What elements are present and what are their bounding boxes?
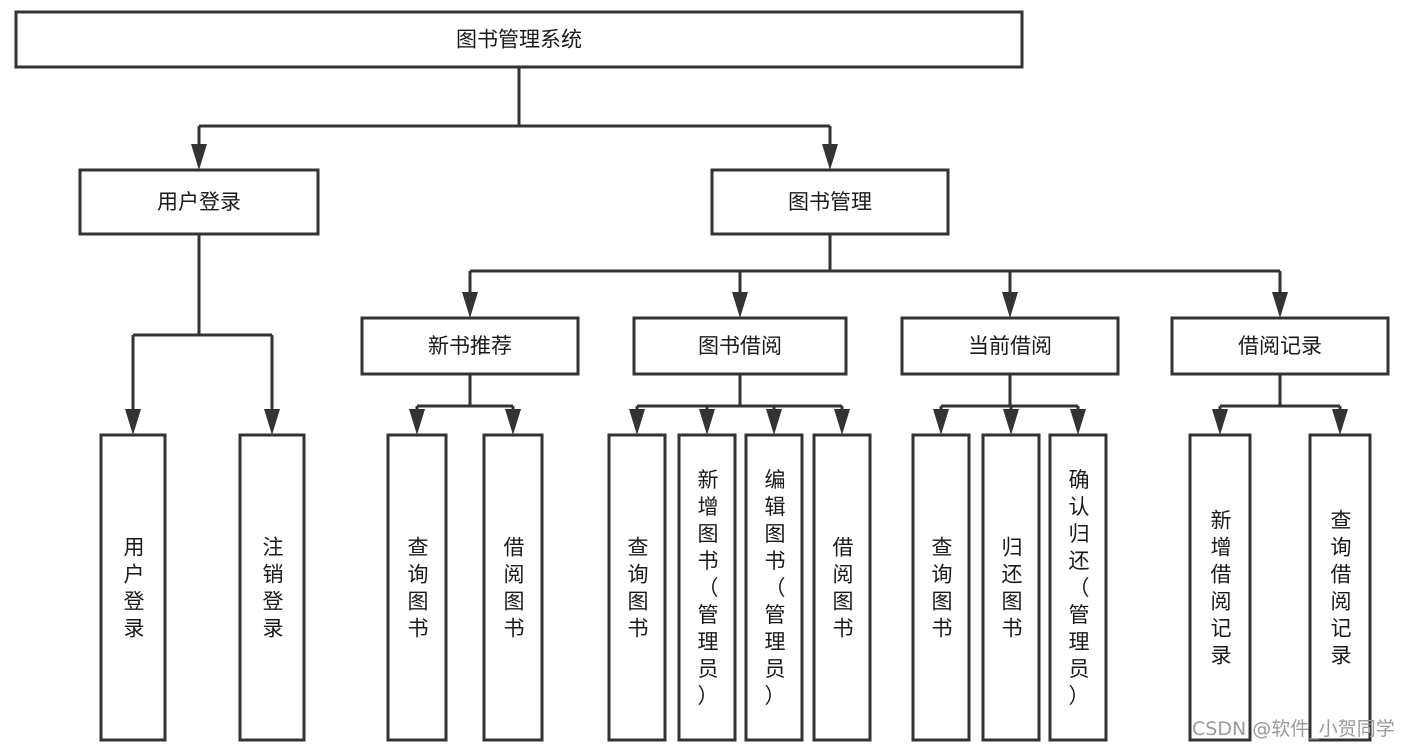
- node-label: 借阅记录: [1238, 334, 1322, 358]
- arrow-head-icon: [264, 409, 280, 435]
- arrow-head-icon: [834, 409, 850, 435]
- node-l2_3[interactable]: 借阅记录: [1170, 316, 1390, 376]
- node-l3_8[interactable]: 查询图书: [911, 433, 971, 742]
- node-label: 用户登录: [124, 536, 145, 641]
- node-label: 借阅图书: [833, 536, 854, 641]
- node-box[interactable]: [900, 316, 1120, 376]
- node-box[interactable]: [14, 10, 1024, 69]
- connector-group: [462, 234, 1288, 318]
- node-l3_3[interactable]: 借阅图书: [482, 433, 544, 742]
- node-label: 图书管理: [788, 190, 872, 214]
- node-box[interactable]: [710, 168, 950, 236]
- node-l3_6[interactable]: 编辑图书（管理员）: [744, 433, 804, 742]
- node-box[interactable]: [482, 433, 544, 742]
- arrow-head-icon: [1003, 409, 1019, 435]
- connector-group: [933, 374, 1086, 435]
- node-box[interactable]: [360, 316, 580, 376]
- csdn-watermark: CSDN @软件_小贺同学: [1192, 718, 1395, 740]
- node-label: 借阅图书: [504, 536, 525, 641]
- node-label: 查询图书: [628, 536, 649, 641]
- node-label: 查询图书: [408, 536, 429, 641]
- node-box[interactable]: [386, 433, 448, 742]
- arrow-head-icon: [1272, 292, 1288, 318]
- connector-group: [409, 374, 521, 435]
- node-l3_1[interactable]: 注销登录: [238, 433, 306, 742]
- arrow-head-icon: [462, 292, 478, 318]
- node-l3_9[interactable]: 归还图书: [981, 433, 1041, 742]
- arrow-head-icon: [191, 144, 207, 170]
- node-label: 查询借阅记录: [1331, 509, 1352, 668]
- node-root[interactable]: 图书管理系统: [14, 10, 1024, 69]
- node-label: 查询图书: [932, 536, 953, 641]
- connector-group: [1212, 374, 1348, 435]
- arrow-head-icon: [1070, 409, 1086, 435]
- node-l3_2[interactable]: 查询图书: [386, 433, 448, 742]
- node-box[interactable]: [981, 433, 1041, 742]
- node-l1_1[interactable]: 图书管理: [710, 168, 950, 236]
- node-box[interactable]: [78, 168, 320, 236]
- node-l2_0[interactable]: 新书推荐: [360, 316, 580, 376]
- node-box[interactable]: [1308, 433, 1372, 742]
- node-label: 用户登录: [157, 190, 241, 214]
- node-label: 注销登录: [263, 536, 284, 641]
- node-layer: 图书管理系统用户登录图书管理新书推荐图书借阅当前借阅借阅记录用户登录注销登录查询…: [14, 10, 1390, 742]
- arrow-head-icon: [822, 144, 838, 170]
- node-box[interactable]: [1048, 433, 1108, 742]
- arrow-head-icon: [1332, 409, 1348, 435]
- connector-group: [125, 234, 280, 435]
- node-label: 归还图书: [1002, 536, 1023, 641]
- node-box[interactable]: [99, 433, 167, 742]
- node-label: 当前借阅: [968, 334, 1052, 358]
- arrow-head-icon: [409, 409, 425, 435]
- node-box[interactable]: [911, 433, 971, 742]
- node-l3_10[interactable]: 确认归还（管理员）: [1048, 433, 1108, 742]
- node-label: 新增图书（管理员）: [698, 468, 719, 708]
- arrow-head-icon: [732, 292, 748, 318]
- arrow-head-icon: [125, 409, 141, 435]
- node-label: 新增借阅记录: [1211, 509, 1232, 668]
- node-label: 编辑图书（管理员）: [765, 468, 786, 708]
- arrow-head-icon: [699, 409, 715, 435]
- node-l3_4[interactable]: 查询图书: [607, 433, 667, 742]
- node-box[interactable]: [1188, 433, 1252, 742]
- node-box[interactable]: [632, 316, 848, 376]
- connector-group: [629, 374, 850, 435]
- node-l3_5[interactable]: 新增图书（管理员）: [677, 433, 737, 742]
- node-l2_2[interactable]: 当前借阅: [900, 316, 1120, 376]
- arrow-head-icon: [505, 409, 521, 435]
- node-l2_1[interactable]: 图书借阅: [632, 316, 848, 376]
- node-box[interactable]: [1170, 316, 1390, 376]
- node-l3_7[interactable]: 借阅图书: [812, 433, 872, 742]
- node-l1_0[interactable]: 用户登录: [78, 168, 320, 236]
- arrow-head-icon: [1002, 292, 1018, 318]
- arrow-head-icon: [766, 409, 782, 435]
- node-box[interactable]: [238, 433, 306, 742]
- node-label: 图书借阅: [698, 334, 782, 358]
- connector-group: [191, 67, 838, 170]
- node-box[interactable]: [607, 433, 667, 742]
- node-box[interactable]: [744, 433, 804, 742]
- arrow-head-icon: [629, 409, 645, 435]
- node-label: 确认归还（管理员）: [1069, 468, 1090, 708]
- node-l3_11[interactable]: 新增借阅记录: [1188, 433, 1252, 742]
- node-box[interactable]: [812, 433, 872, 742]
- node-label: 新书推荐: [428, 334, 512, 358]
- arrow-head-icon: [1212, 409, 1228, 435]
- connector-layer: [125, 67, 1348, 435]
- node-label: 图书管理系统: [456, 28, 582, 52]
- node-box[interactable]: [677, 433, 737, 742]
- arrow-head-icon: [933, 409, 949, 435]
- node-l3_12[interactable]: 查询借阅记录: [1308, 433, 1372, 742]
- node-l3_0[interactable]: 用户登录: [99, 433, 167, 742]
